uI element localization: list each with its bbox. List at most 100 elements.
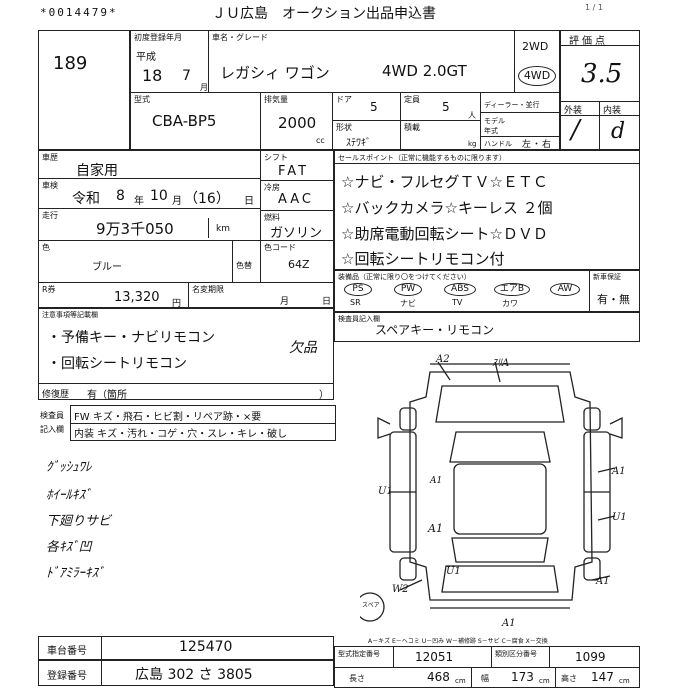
first-reg-month: 7 <box>182 68 191 84</box>
damage-mark: U1 <box>446 566 461 577</box>
inspection-month: 10 <box>150 188 168 204</box>
tax-month: 月 <box>280 297 290 307</box>
first-reg-month-unit: 月 <box>200 83 208 92</box>
lot-number-box: 189 <box>38 30 130 150</box>
handwritten-note: ｸﾞｯｼｭﾜﾚ <box>46 460 92 475</box>
shape-label: 形状 <box>336 123 352 132</box>
fuel-value: ガソリン <box>270 226 323 241</box>
handwritten-note: 下廻りサビ <box>46 514 112 529</box>
remarks-value: スペアキー・リモコン <box>375 323 495 337</box>
fuel-label: 燃料 <box>264 213 280 222</box>
height-label: 高さ <box>561 674 577 683</box>
interior-score: d <box>611 119 626 144</box>
color-label: 色 <box>42 243 50 252</box>
equip-pw: PW <box>394 283 422 296</box>
new-warranty-value: 有・無 <box>597 293 630 306</box>
car-name-label: 車名・グレード <box>212 33 268 42</box>
doors-label: ドア <box>336 95 352 104</box>
dealer-label: ディーラー・並行 <box>484 101 540 109</box>
exterior-score: / <box>571 115 580 145</box>
shift-value: FAT <box>278 164 310 179</box>
capacity-unit: 人 <box>468 111 476 120</box>
chassis-box: 車台番号 125470 <box>38 636 334 660</box>
doors-value: 5 <box>370 100 378 114</box>
equip-abs: ABS <box>444 283 476 296</box>
length-unit: cm <box>455 677 466 685</box>
handwritten-note: ﾄﾞｱﾐﾗｰｷｽﾞ <box>46 566 105 581</box>
drive-2wd: 2WD <box>522 40 549 53</box>
selling-point-line: ☆助席電動回転シート☆ＤＶＤ <box>341 225 548 243</box>
loading-label: 積載 <box>404 123 420 132</box>
plate-value: 広島 302 さ 3805 <box>135 667 253 683</box>
shape-value: ｽﾃﾜｷﾞ <box>346 138 371 149</box>
registration-box <box>38 150 334 308</box>
width-value: 173 <box>511 670 534 684</box>
model-code-value: 12051 <box>415 650 454 664</box>
damage-mark: A1 <box>428 522 443 535</box>
score-value: 3.5 <box>581 59 623 89</box>
equip-aw: AW <box>550 283 580 296</box>
repair-value: 有（箇所 <box>87 390 127 401</box>
damage-mark: A2 <box>436 354 450 365</box>
mileage-unit: km <box>216 224 230 234</box>
new-warranty-label: 新車保証 <box>593 273 621 281</box>
damage-mark: A1 <box>502 618 516 629</box>
capacity-label: 定員 <box>404 95 420 104</box>
chassis-label: 車台番号 <box>47 646 87 657</box>
notes-box: 注意事項等記載欄 ・予備キー・ナビリモコン ・回転シートリモコン 欠品 修復歴 … <box>38 308 334 401</box>
car-grade: 4WD 2.0GT <box>382 62 467 80</box>
car-name: レガシィ ワゴン <box>220 64 330 82</box>
height-unit: cm <box>619 677 630 685</box>
handle-left: 左 <box>522 140 532 150</box>
damage-mark: A1 <box>612 466 626 477</box>
selling-point-line: ☆バックカメラ☆キーレス ２個 <box>341 199 553 217</box>
inspector-label-2: 記入欄 <box>40 425 64 434</box>
inspection-year-unit: 年 <box>134 196 144 207</box>
ac-value: AAC <box>278 192 314 207</box>
inspection-year: 8 <box>116 188 125 204</box>
model-year-label: モデル年式 <box>484 117 505 135</box>
color-code-value: 64Z <box>288 258 310 271</box>
color-code-label: 色コード <box>264 243 296 252</box>
remarks-box: 検査員記入欄 スペアキー・リモコン <box>334 312 640 342</box>
loading-unit: kg <box>468 140 477 148</box>
chassis-value: 125470 <box>179 639 233 655</box>
equipment-label: 装備品（正常に限り〇をつけてください） <box>338 273 471 281</box>
equip-tv: TV <box>452 298 463 307</box>
model-code-label: 型式指定番号 <box>338 650 380 658</box>
score-box: 評価点 3.5 外装 内装 / d <box>560 30 640 150</box>
repair-label: 修復歴 <box>42 390 70 400</box>
plate-box: 登録番号 広島 302 さ 3805 <box>38 660 334 686</box>
shift-label: シフト <box>264 153 288 162</box>
inspection-era: 令和 <box>72 191 100 207</box>
length-value: 468 <box>427 670 450 684</box>
width-label: 幅 <box>481 674 489 683</box>
inspector-label-1: 検査員 <box>40 411 64 420</box>
exterior-label: 外装 <box>564 106 583 116</box>
tax-label: 名変期限 <box>192 285 224 294</box>
inspector-box: FW キズ・飛石・ヒビ割・リペア跡・×要 内装 キズ・汚れ・コゲ・穴・スレ・キレ… <box>70 405 336 441</box>
handle-sep: ・ <box>532 140 542 150</box>
mileage-label: 走行 <box>42 211 58 220</box>
vehicle-info-box <box>130 30 560 150</box>
length-label: 長さ <box>349 674 365 683</box>
model-value: CBA-BP5 <box>152 112 217 130</box>
spare-label: スペア <box>362 602 380 609</box>
damage-mark: U1 <box>612 512 627 523</box>
equipment-box: 装備品（正常に限り〇をつけてください） 新車保証 有・無 <box>334 270 640 312</box>
capacity-value: 5 <box>442 100 450 114</box>
usage-label: 車歴 <box>42 153 58 162</box>
first-reg-label: 初度登録年月 <box>134 33 182 42</box>
inspection-day: （16） <box>184 191 230 207</box>
damage-mark: A1 <box>430 476 443 486</box>
height-value: 147 <box>591 670 614 684</box>
note-item: ・予備キー・ナビリモコン <box>47 330 215 346</box>
selling-points-label: セールスポイント（正常に機能するものに限ります） <box>338 154 506 162</box>
damage-mark: ｽﾘA <box>492 358 510 369</box>
recycle-unit: 円 <box>172 299 182 309</box>
color-value: ブルー <box>92 262 122 273</box>
damage-mark: W2 <box>392 584 409 595</box>
serial-number: *0014479* <box>40 6 118 19</box>
equip-airbag: エアB <box>494 283 530 296</box>
repair-close: ） <box>319 390 329 401</box>
